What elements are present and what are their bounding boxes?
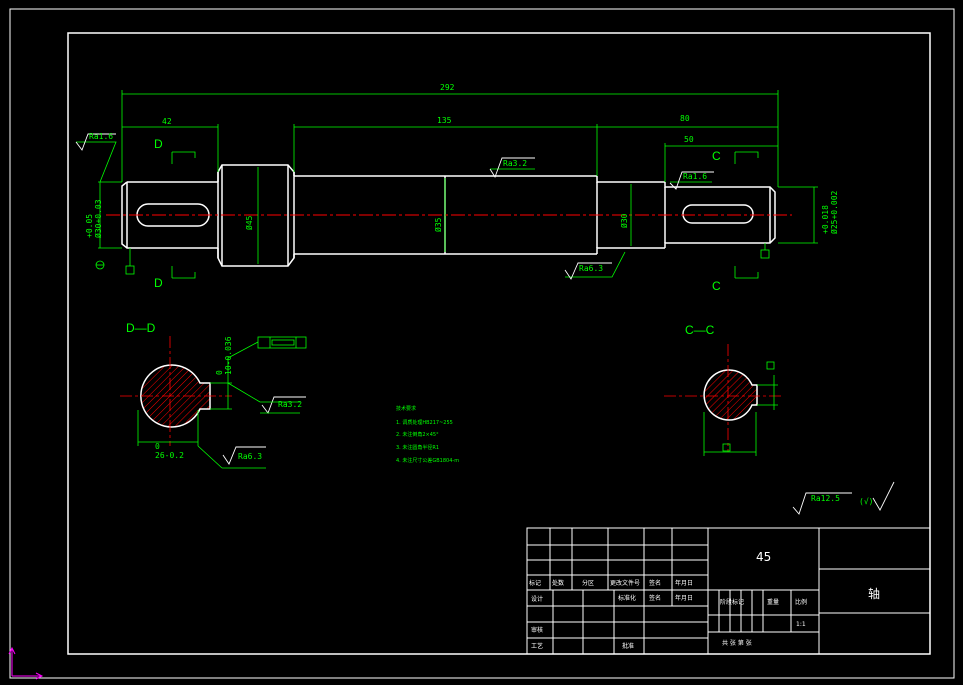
tb-label-date: 年月日 bbox=[675, 579, 693, 587]
tb-process: 工艺 bbox=[531, 642, 543, 650]
notes-line-3: 3. 未注圆角半径R1 bbox=[396, 444, 439, 451]
title-block[interactable] bbox=[526, 527, 931, 655]
dd-title: D—D bbox=[126, 321, 156, 335]
main-dimensions bbox=[76, 90, 818, 279]
ra125-label: Ra12.5 bbox=[811, 494, 840, 503]
tb-label-sign2: 签名 bbox=[649, 594, 661, 602]
tb-label-standard: 标准化 bbox=[618, 594, 636, 602]
notes-line-1: 1. 调质处理HB217~255 bbox=[396, 419, 453, 426]
tb-approve: 批准 bbox=[622, 642, 634, 650]
ra63-dd-label: Ra6.3 bbox=[238, 452, 262, 461]
tb-scale: 比例 bbox=[795, 598, 807, 606]
dim-right-tol: +0.018Ø25+0.002 bbox=[821, 190, 839, 234]
roughness-symbols bbox=[75, 133, 895, 515]
outer-border bbox=[9, 8, 955, 679]
ra32-dd-label: Ra3.2 bbox=[278, 400, 302, 409]
ra32-top-label: Ra3.2 bbox=[503, 159, 527, 168]
dim-dia30: Ø30 bbox=[619, 213, 629, 228]
notes-line-4: 4. 未注尺寸公差GB1804-m bbox=[396, 457, 459, 464]
tb-label-date2: 年月日 bbox=[675, 594, 693, 602]
section-d-bottom: D bbox=[154, 276, 163, 290]
dim-left-tol: +0.05Ø30+0.03 bbox=[85, 199, 103, 238]
cc-title: C—C bbox=[685, 323, 715, 337]
section-d-top: D bbox=[154, 137, 163, 151]
right-keyway bbox=[682, 204, 754, 224]
tb-label-mark: 标记 bbox=[529, 579, 541, 587]
tb-label-sign: 签名 bbox=[649, 579, 661, 587]
dim-overall-292: 292 bbox=[440, 83, 455, 92]
section-cc-view[interactable]: C—C bbox=[664, 323, 784, 456]
tb-weight: 重量 bbox=[767, 598, 779, 606]
ra63-bottom-label: Ra6.3 bbox=[579, 264, 603, 273]
tb-label-design: 设计 bbox=[531, 595, 543, 603]
tb-label-change: 更改文件号 bbox=[610, 579, 640, 587]
dd-tol: 010-0.036 bbox=[215, 336, 233, 375]
ra16-left-label: Ra1.6 bbox=[89, 132, 113, 141]
ucs-icon bbox=[8, 646, 44, 680]
technical-notes: 技术要求 1. 调质处理HB217~255 2. 未注倒角2×45° 3. 未注… bbox=[396, 405, 459, 464]
tb-scale-value: 1:1 bbox=[796, 621, 806, 628]
dim-mid-135: 135 bbox=[437, 116, 452, 125]
section-c-top: C bbox=[712, 149, 721, 163]
tb-label-zone: 分区 bbox=[582, 579, 594, 587]
title-part-name: 轴 bbox=[868, 586, 880, 601]
dim-dia35: Ø35 bbox=[433, 217, 443, 232]
tb-sheet: 共 张 第 张 bbox=[722, 639, 752, 647]
ra16-right-label: Ra1.6 bbox=[683, 172, 707, 181]
title-material: 45 bbox=[756, 550, 771, 564]
ra125-paren: (√) bbox=[859, 497, 873, 506]
dim-right-80: 80 bbox=[680, 114, 690, 123]
dim-left-42: 42 bbox=[162, 117, 172, 126]
section-c-bottom: C bbox=[712, 279, 721, 293]
tb-label-count: 处数 bbox=[552, 579, 564, 587]
dim-dia45: Ø45 bbox=[244, 215, 254, 230]
notes-title: 技术要求 bbox=[396, 405, 416, 412]
tb-review: 审核 bbox=[531, 626, 543, 634]
dim-right-50: 50 bbox=[684, 135, 694, 144]
tb-stage: 阶段标记 bbox=[720, 598, 744, 606]
notes-line-2: 2. 未注倒角2×45° bbox=[396, 431, 439, 438]
inner-border bbox=[67, 32, 931, 655]
